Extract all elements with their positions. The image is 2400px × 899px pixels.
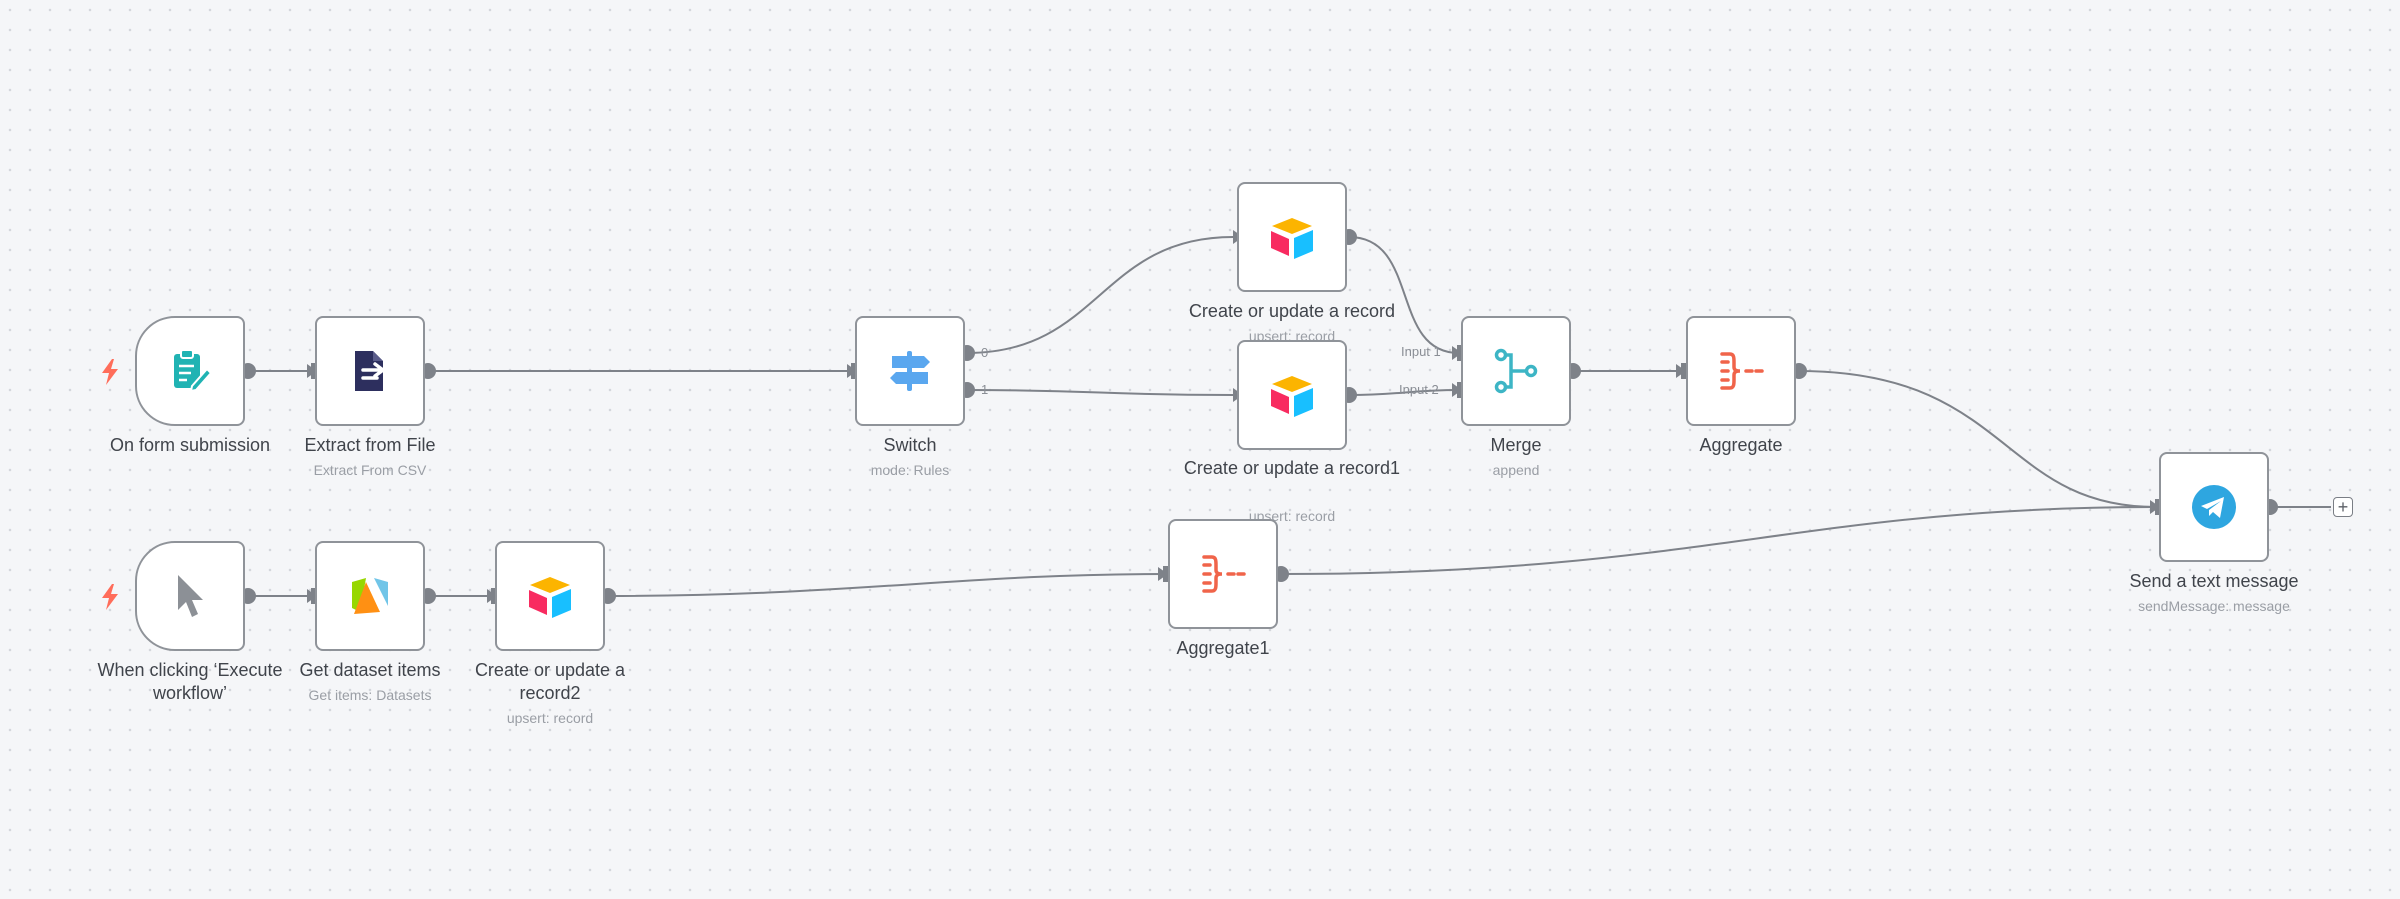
form-icon [174, 349, 213, 393]
node-subtitle: upsert: record [506, 710, 594, 726]
node-title: Aggregate1 [1176, 638, 1270, 658]
node-title: On form submission [109, 435, 271, 455]
node-title: When clicking ‘Execute workflow’ [97, 660, 283, 703]
node-title: Create or update a record [1188, 301, 1396, 321]
node-aggregate[interactable] [1686, 316, 1796, 426]
add-node-button[interactable]: + [2333, 497, 2353, 517]
node-subtitle: Extract From CSV [313, 462, 427, 478]
switch-output-1-label: 1 [981, 382, 989, 397]
edge-aggregate1-to-telegram[interactable] [1280, 506, 2157, 575]
cursor-icon [178, 575, 203, 617]
node-title: Merge [1490, 435, 1542, 455]
node-title: Switch [883, 435, 937, 455]
node-title: Extract from File [304, 435, 436, 455]
telegram-icon [2192, 485, 2236, 529]
node-aggregate1[interactable] [1168, 519, 1278, 629]
merge-input-1-label: Input 1 [1401, 344, 1441, 359]
node-title: Create or update a record2 [474, 660, 626, 703]
switch-output-0-label: 0 [981, 345, 989, 360]
node-title: Send a text message [2129, 571, 2299, 591]
node-create-or-update-a-record2[interactable] [495, 541, 605, 651]
trigger-bolt-icon [102, 359, 118, 385]
node-extract-from-file[interactable] [315, 316, 425, 426]
aggregate-icon [1202, 555, 1246, 593]
edge-switch-to-airtable-a[interactable] [966, 236, 1234, 354]
edge-airtable-b-to-merge[interactable] [1348, 389, 1460, 396]
node-merge[interactable] [1461, 316, 1571, 426]
node-title: Get dataset items [299, 660, 441, 680]
node-send-a-text-message[interactable] [2159, 452, 2269, 562]
edge-airtable-a-to-merge[interactable] [1348, 236, 1460, 354]
node-subtitle: Get items: Datasets [308, 687, 432, 703]
airtable-icon [1271, 218, 1313, 259]
trigger-bolt-icon [102, 584, 118, 610]
node-subtitle: sendMessage: message [2138, 598, 2290, 614]
aggregate-icon [1720, 352, 1764, 390]
node-subtitle: append [1492, 462, 1540, 478]
file-export-icon [355, 351, 385, 391]
edge-airtable-c-to-aggregate1[interactable] [607, 573, 1166, 597]
edge-aggregate-to-telegram[interactable] [1798, 370, 2157, 508]
node-switch[interactable] [855, 316, 965, 426]
airtable-icon [1271, 376, 1313, 417]
node-on-form-submission[interactable] [135, 316, 245, 426]
node-when-clicking-execute-workflow[interactable] [135, 541, 245, 651]
node-title: Aggregate [1699, 435, 1783, 455]
apify-icon [352, 578, 388, 614]
node-title: Create or update a record1 [1183, 458, 1401, 478]
airtable-icon [529, 577, 571, 618]
node-get-dataset-items[interactable] [315, 541, 425, 651]
edge-switch-to-airtable-b[interactable] [966, 389, 1234, 396]
merge-icon [1494, 348, 1538, 394]
node-create-or-update-a-record1[interactable] [1237, 340, 1347, 450]
node-create-or-update-a-record[interactable] [1237, 182, 1347, 292]
node-subtitle: mode: Rules [870, 462, 950, 478]
merge-input-2-label: Input 2 [1399, 382, 1439, 397]
signpost-icon [890, 351, 930, 391]
